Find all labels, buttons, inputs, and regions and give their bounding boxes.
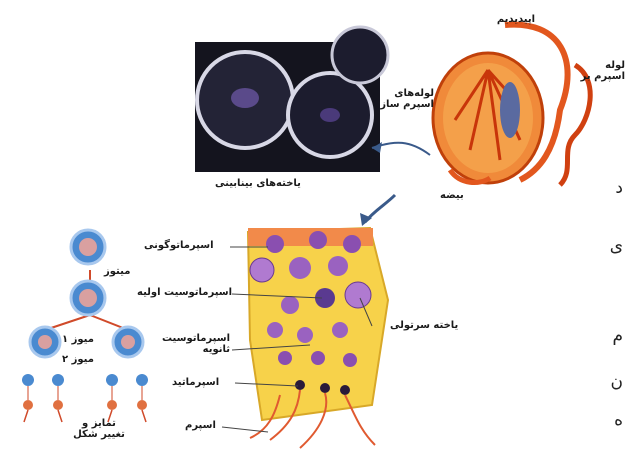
label-testis: بیضه: [440, 190, 464, 201]
label-sperm: اسپرم: [185, 420, 216, 431]
label-spermatid: اسپرماتید: [172, 377, 219, 388]
label-sertoli-cell: یاخته سرتولی: [390, 320, 458, 331]
label-secondary-spermatocyte: اسپرماتوسیت ثانویه: [150, 333, 230, 355]
label-meiosis2: میوز ۲: [62, 354, 94, 365]
interstitial-cells-micrograph: [195, 27, 388, 172]
side-text-3: م: [612, 326, 623, 346]
tubule-section: [248, 228, 388, 448]
label-spermatogonium: اسپرماتوگونی: [144, 240, 214, 251]
label-meiosis1: میوز ۱: [62, 334, 94, 345]
side-text-4: ن: [611, 372, 623, 392]
label-epididymis: اپیدیدیم: [497, 14, 535, 25]
label-interstitial-cells: یاخته‌های بینابینی: [215, 178, 301, 189]
testis-illustration: [433, 25, 590, 185]
label-seminiferous-tubules: لوله‌های اسپرم ساز: [372, 88, 434, 110]
side-text-2: ی: [610, 236, 623, 256]
side-text-5: ه: [614, 410, 623, 430]
label-vas-deferens: لوله اسپرم بر: [577, 60, 625, 82]
label-primary-spermatocyte: اسپرماتوسیت اولیه: [137, 287, 232, 298]
label-differentiation: تمایز و تغییر شکل: [70, 418, 128, 440]
label-mitosis: میتوز: [104, 266, 130, 277]
side-text-1: د: [615, 178, 623, 198]
cell-lineage-tree: [22, 230, 148, 422]
